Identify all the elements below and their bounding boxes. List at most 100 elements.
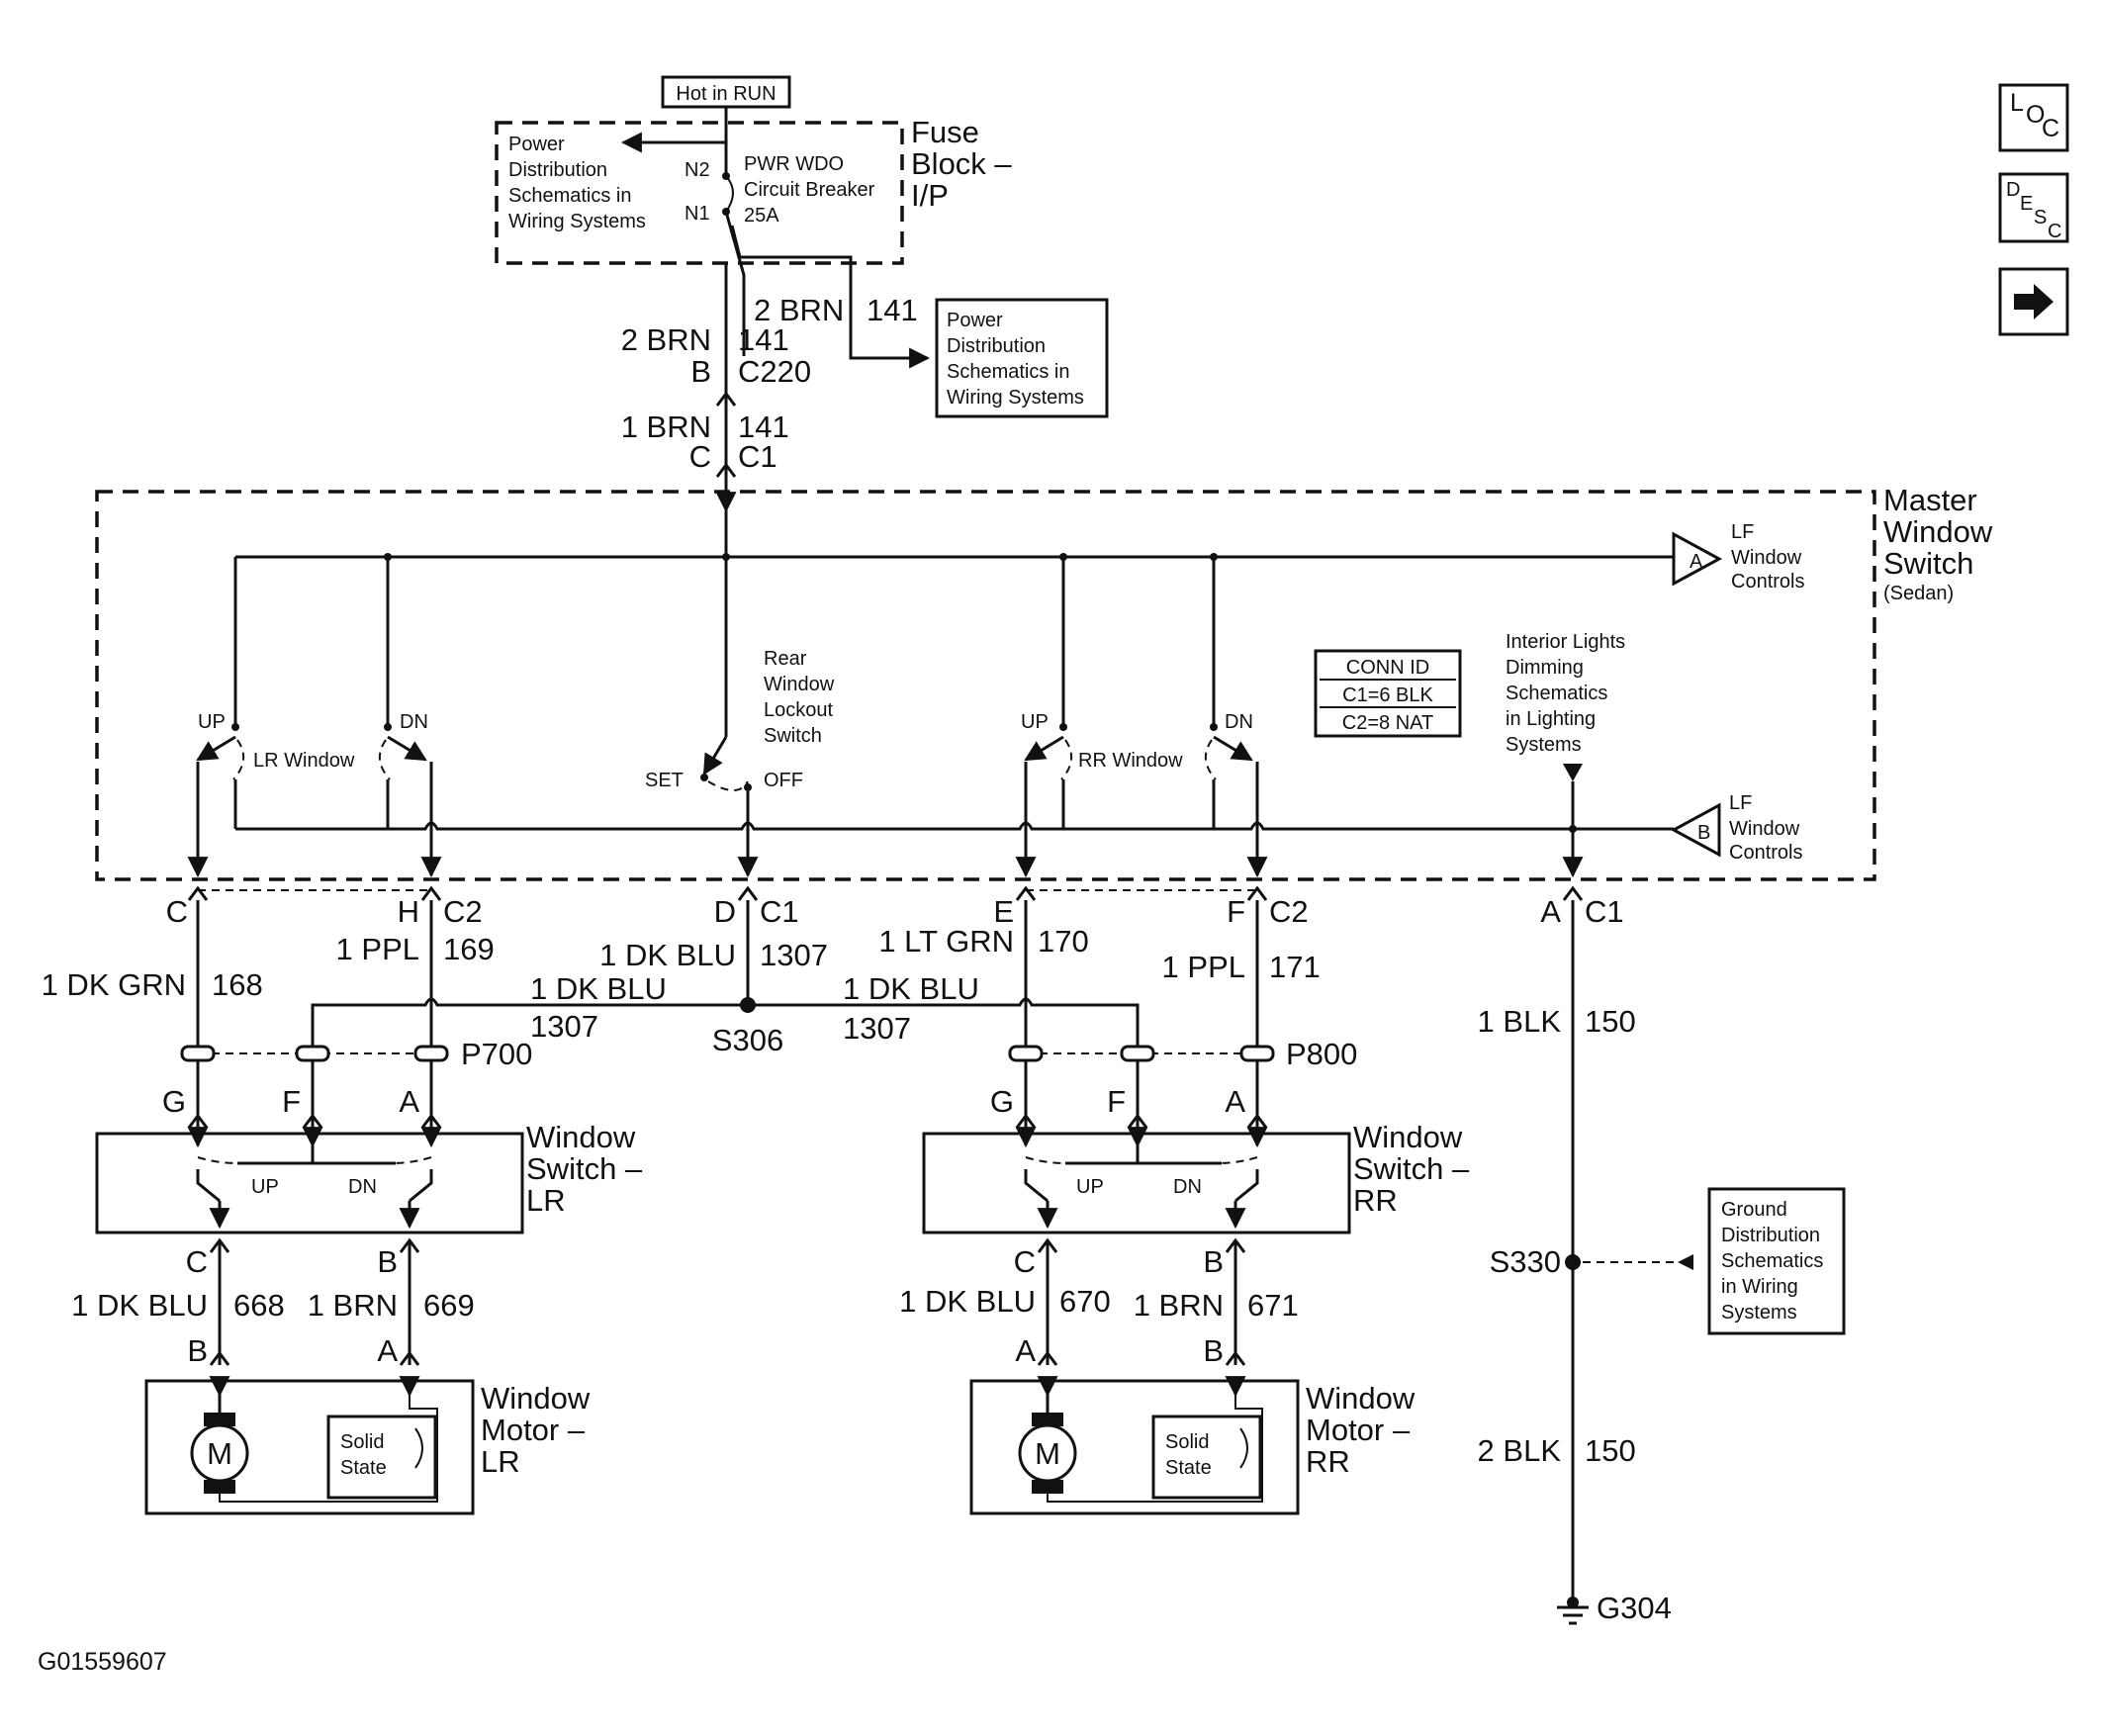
svg-text:Distribution: Distribution <box>947 335 1046 357</box>
interior-lights-dimming-ref[interactable]: Interior Lights Dimming Schematics in Li… <box>1506 631 1625 756</box>
lockout-set-label: SET <box>645 770 684 791</box>
connector-p700 <box>180 1045 449 1062</box>
svg-text:Systems: Systems <box>1506 734 1582 756</box>
window-switch-rr: G F A UP DN Window Switch – RR <box>922 1084 1470 1234</box>
svg-text:1307: 1307 <box>843 1011 911 1046</box>
lf-window-controls-a[interactable]: A LF Window Controls <box>1672 521 1804 593</box>
svg-text:1 PPL: 1 PPL <box>1162 950 1245 984</box>
svg-text:M: M <box>1035 1436 1060 1471</box>
svg-text:A: A <box>399 1084 419 1119</box>
svg-text:1307: 1307 <box>760 938 828 972</box>
svg-text:2 BLK: 2 BLK <box>1478 1433 1562 1468</box>
lf-window-controls-b[interactable]: B LF Window Controls <box>1670 792 1802 864</box>
svg-text:Controls: Controls <box>1729 842 1802 864</box>
master-subtitle: (Sedan) <box>1883 583 1954 604</box>
svg-text:A: A <box>1015 1333 1036 1368</box>
svg-text:Window: Window <box>481 1381 591 1416</box>
svg-text:669: 669 <box>423 1288 475 1323</box>
svg-text:Power: Power <box>947 310 1003 331</box>
svg-text:1 DK BLU: 1 DK BLU <box>599 938 736 972</box>
svg-text:DN: DN <box>348 1176 377 1198</box>
svg-text:DN: DN <box>1173 1176 1202 1198</box>
power-distribution-ref-2[interactable]: Power Distribution Schematics in Wiring … <box>935 298 1109 418</box>
svg-text:1 BRN: 1 BRN <box>308 1288 398 1323</box>
svg-text:Window: Window <box>1729 818 1800 840</box>
svg-text:State: State <box>1165 1457 1212 1479</box>
fuse-block-title-2: Block – <box>911 146 1012 181</box>
pin-b-c220: B <box>690 354 711 389</box>
svg-text:UP: UP <box>251 1176 279 1198</box>
circuit-label-141b: 141 <box>738 410 789 444</box>
svg-text:168: 168 <box>212 967 263 1002</box>
next-arrow-button[interactable] <box>1998 267 2069 336</box>
svg-text:A: A <box>1690 551 1703 573</box>
svg-text:LF: LF <box>1731 521 1754 543</box>
svg-text:670: 670 <box>1059 1284 1111 1319</box>
rear-window-lockout-switch: Rear Window Lockout Switch SET OFF <box>645 648 835 791</box>
power-distribution-ref-1[interactable]: Power Distribution Schematics in Wiring … <box>508 134 646 232</box>
svg-text:LR: LR <box>481 1444 520 1479</box>
svg-text:1 LT GRN: 1 LT GRN <box>878 924 1014 959</box>
fuse-block-title-1: Fuse <box>911 115 979 149</box>
lr-window-label: LR Window <box>253 750 355 772</box>
breaker-label-3: 25A <box>744 205 779 227</box>
svg-text:RR: RR <box>1306 1444 1350 1479</box>
svg-text:C2: C2 <box>1269 894 1309 929</box>
pin-c-c1: C <box>689 439 711 474</box>
svg-text:in Wiring: in Wiring <box>1721 1276 1798 1298</box>
svg-text:671: 671 <box>1247 1288 1299 1323</box>
connector-c220: C220 <box>738 354 811 389</box>
svg-text:Power: Power <box>508 134 565 155</box>
rr-window-switch-contacts: UP DN RR Window <box>1021 711 1253 780</box>
svg-text:Schematics in: Schematics in <box>947 361 1070 383</box>
svg-text:Lockout: Lockout <box>764 699 833 721</box>
connector-c1-top: C1 <box>738 439 777 474</box>
circuit-label-141a: 141 <box>738 322 789 357</box>
svg-text:150: 150 <box>1585 1004 1636 1039</box>
svg-text:Systems: Systems <box>1721 1302 1797 1324</box>
svg-text:C: C <box>2048 221 2061 242</box>
wire-label-2brn: 2 BRN <box>621 322 711 357</box>
rr-motor-wiring: C B 1 DK BLU 670 1 BRN 671 A B <box>899 1237 1299 1368</box>
svg-text:F: F <box>1107 1084 1126 1119</box>
hot-in-run-label: Hot in RUN <box>661 75 791 109</box>
rr-dn-label: DN <box>1225 711 1253 733</box>
svg-text:C1: C1 <box>1585 894 1624 929</box>
window-switch-lr: G F A UP DN Window Switch – LR <box>95 1084 643 1234</box>
breaker-label-1: PWR WDO <box>744 153 844 175</box>
svg-text:M: M <box>207 1436 232 1471</box>
desc-button[interactable]: D E S C <box>1998 172 2069 243</box>
lr-dn-label: DN <box>400 711 428 733</box>
svg-text:D: D <box>2006 179 2020 201</box>
svg-text:B: B <box>1203 1333 1224 1368</box>
svg-text:1 DK BLU: 1 DK BLU <box>530 971 667 1006</box>
loc-button[interactable]: L O C <box>1998 83 2069 152</box>
svg-text:RR: RR <box>1353 1183 1398 1218</box>
svg-text:E: E <box>993 894 1014 929</box>
svg-text:C2: C2 <box>443 894 483 929</box>
svg-text:Schematics: Schematics <box>1721 1250 1823 1272</box>
pin-n1: N1 <box>685 203 710 225</box>
svg-text:B: B <box>1203 1244 1224 1279</box>
svg-text:1 DK BLU: 1 DK BLU <box>899 1284 1036 1319</box>
svg-text:F: F <box>1227 894 1245 929</box>
master-title-1: Master <box>1883 483 1977 517</box>
svg-text:Schematics in: Schematics in <box>508 185 632 207</box>
svg-text:B: B <box>187 1333 208 1368</box>
ground-distribution-ref[interactable]: Ground Distribution Schematics in Wiring… <box>1707 1187 1846 1335</box>
wire-label-1brn: 1 BRN <box>621 410 711 444</box>
svg-text:150: 150 <box>1585 1433 1636 1468</box>
svg-text:C1: C1 <box>760 894 799 929</box>
svg-text:C2=8 NAT: C2=8 NAT <box>1342 712 1433 734</box>
svg-text:S306: S306 <box>712 1023 783 1057</box>
svg-text:Distribution: Distribution <box>508 159 607 181</box>
svg-text:Interior Lights: Interior Lights <box>1506 631 1625 653</box>
window-motor-lr: M Solid State Window Motor – LR <box>144 1376 591 1515</box>
svg-text:Wiring Systems: Wiring Systems <box>508 211 646 232</box>
fuse-block-ip: Fuse Block – I/P Power Distribution Sche… <box>495 115 1012 265</box>
svg-text:A: A <box>1225 1084 1245 1119</box>
svg-text:Window: Window <box>1306 1381 1416 1416</box>
svg-text:LF: LF <box>1729 792 1752 814</box>
svg-text:Window: Window <box>764 674 835 695</box>
